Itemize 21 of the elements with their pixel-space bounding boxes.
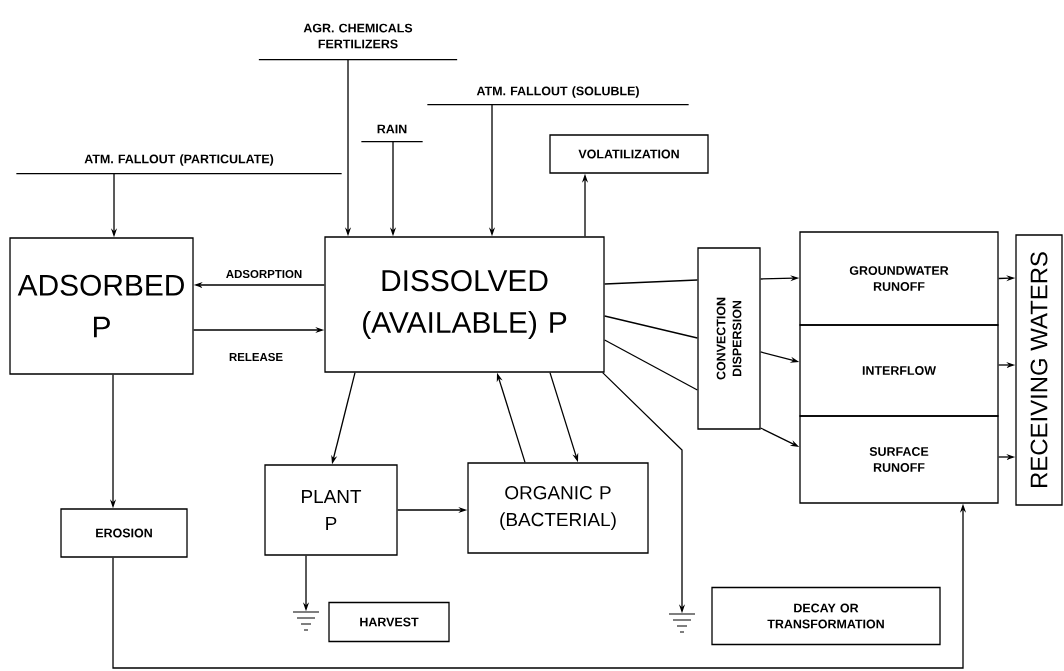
process-box: ORGANIC P (BACTERIAL) <box>467 462 649 554</box>
source-label: ATM. FALLOUT (PARTICULATE) <box>15 154 343 175</box>
process-box: CONVECTION DISPERSION <box>697 247 761 430</box>
process-box: VOLATILIZATION <box>549 134 709 174</box>
process-box: EROSION <box>60 508 188 558</box>
ground-symbol <box>292 611 320 631</box>
process-box: HARVEST <box>328 601 450 643</box>
process-box: ADSORBED P <box>9 237 194 375</box>
source-label: RAIN <box>360 124 424 143</box>
process-box: RECEIVING WATERS <box>1015 234 1063 506</box>
edge-label: ADSORPTION <box>224 268 304 280</box>
process-box: SURFACE RUNOFF <box>799 415 999 504</box>
source-label: ATM. FALLOUT (SOLUBLE) <box>426 86 690 106</box>
process-box: DISSOLVED (AVAILABLE) P <box>324 236 605 373</box>
source-label: AGR. CHEMICALS FERTILIZERS <box>258 23 458 61</box>
ground-symbol <box>668 613 696 633</box>
edge-label: RELEASE <box>227 351 285 363</box>
process-box: DECAY OR TRANSFORMATION <box>711 586 941 646</box>
process-box: PLANT P <box>264 464 398 556</box>
process-box: GROUNDWATER RUNOFF <box>799 231 999 326</box>
process-box: INTERFLOW <box>799 324 999 417</box>
